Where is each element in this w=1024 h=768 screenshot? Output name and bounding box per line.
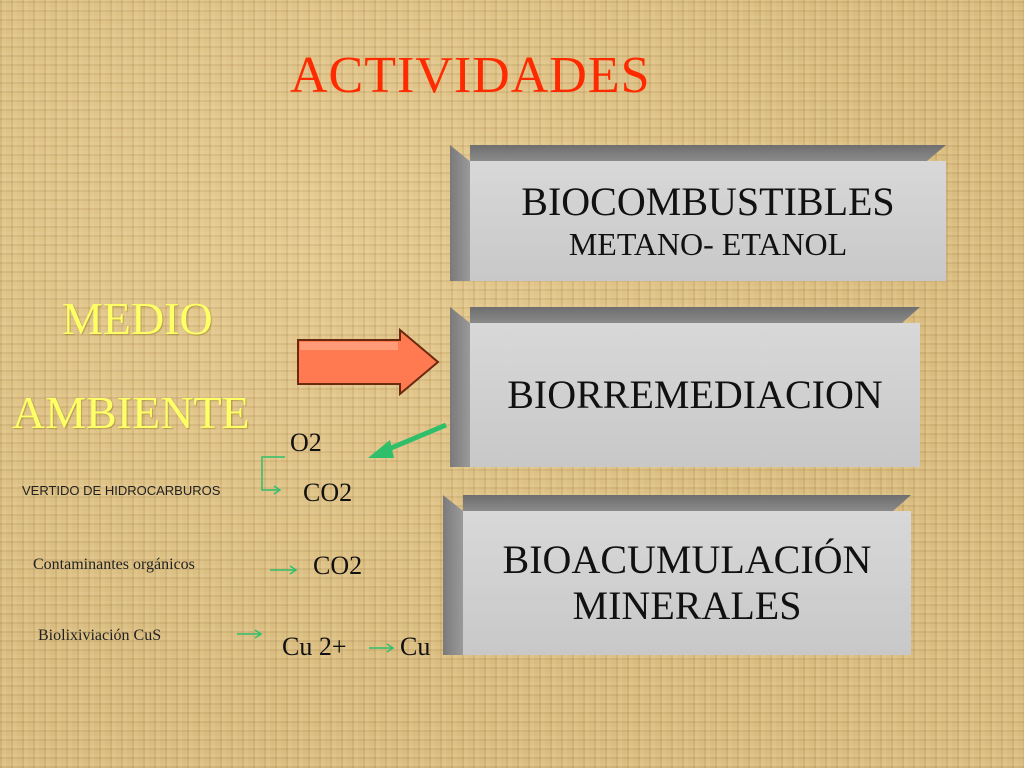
bioacumulacion-line2: MINERALES [572, 583, 802, 628]
biocombustibles-box: BIOCOMBUSTIBLES METANO- ETANOL [450, 145, 946, 281]
green-arrow-icon [237, 456, 395, 653]
bioacumulacion-line1: BIOACUMULACIÓN [502, 537, 872, 582]
biocombustibles-heading: BIOCOMBUSTIBLES [521, 178, 895, 224]
bioleaching-label: Biolixiviación CuS [38, 627, 162, 644]
biorremediacion-heading: BIORREMEDIACION [507, 372, 883, 417]
organics-product: CO2 [313, 551, 363, 580]
organics-label: Contaminantes orgánicos [33, 556, 195, 573]
slide-title: ACTIVIDADES [290, 47, 651, 104]
environment-line1: MEDIO [62, 293, 213, 344]
biorremediacion-box: BIORREMEDIACION [450, 307, 920, 467]
block-arrow-right-icon [297, 327, 440, 397]
o2-label: O2 [290, 428, 322, 457]
environment-line2: AMBIENTE [12, 387, 250, 438]
copper-ion: Cu 2+ [282, 632, 347, 661]
hydrocarbons-label: VERTIDO DE HIDROCARBUROS [22, 483, 221, 498]
bioacumulacion-box: BIOACUMULACIÓN MINERALES [443, 495, 911, 655]
biocombustibles-sub: METANO- ETANOL [568, 225, 848, 262]
hydrocarbons-product: CO2 [303, 478, 353, 507]
copper: Cu [400, 632, 431, 661]
green-arrow-icon [368, 422, 447, 458]
